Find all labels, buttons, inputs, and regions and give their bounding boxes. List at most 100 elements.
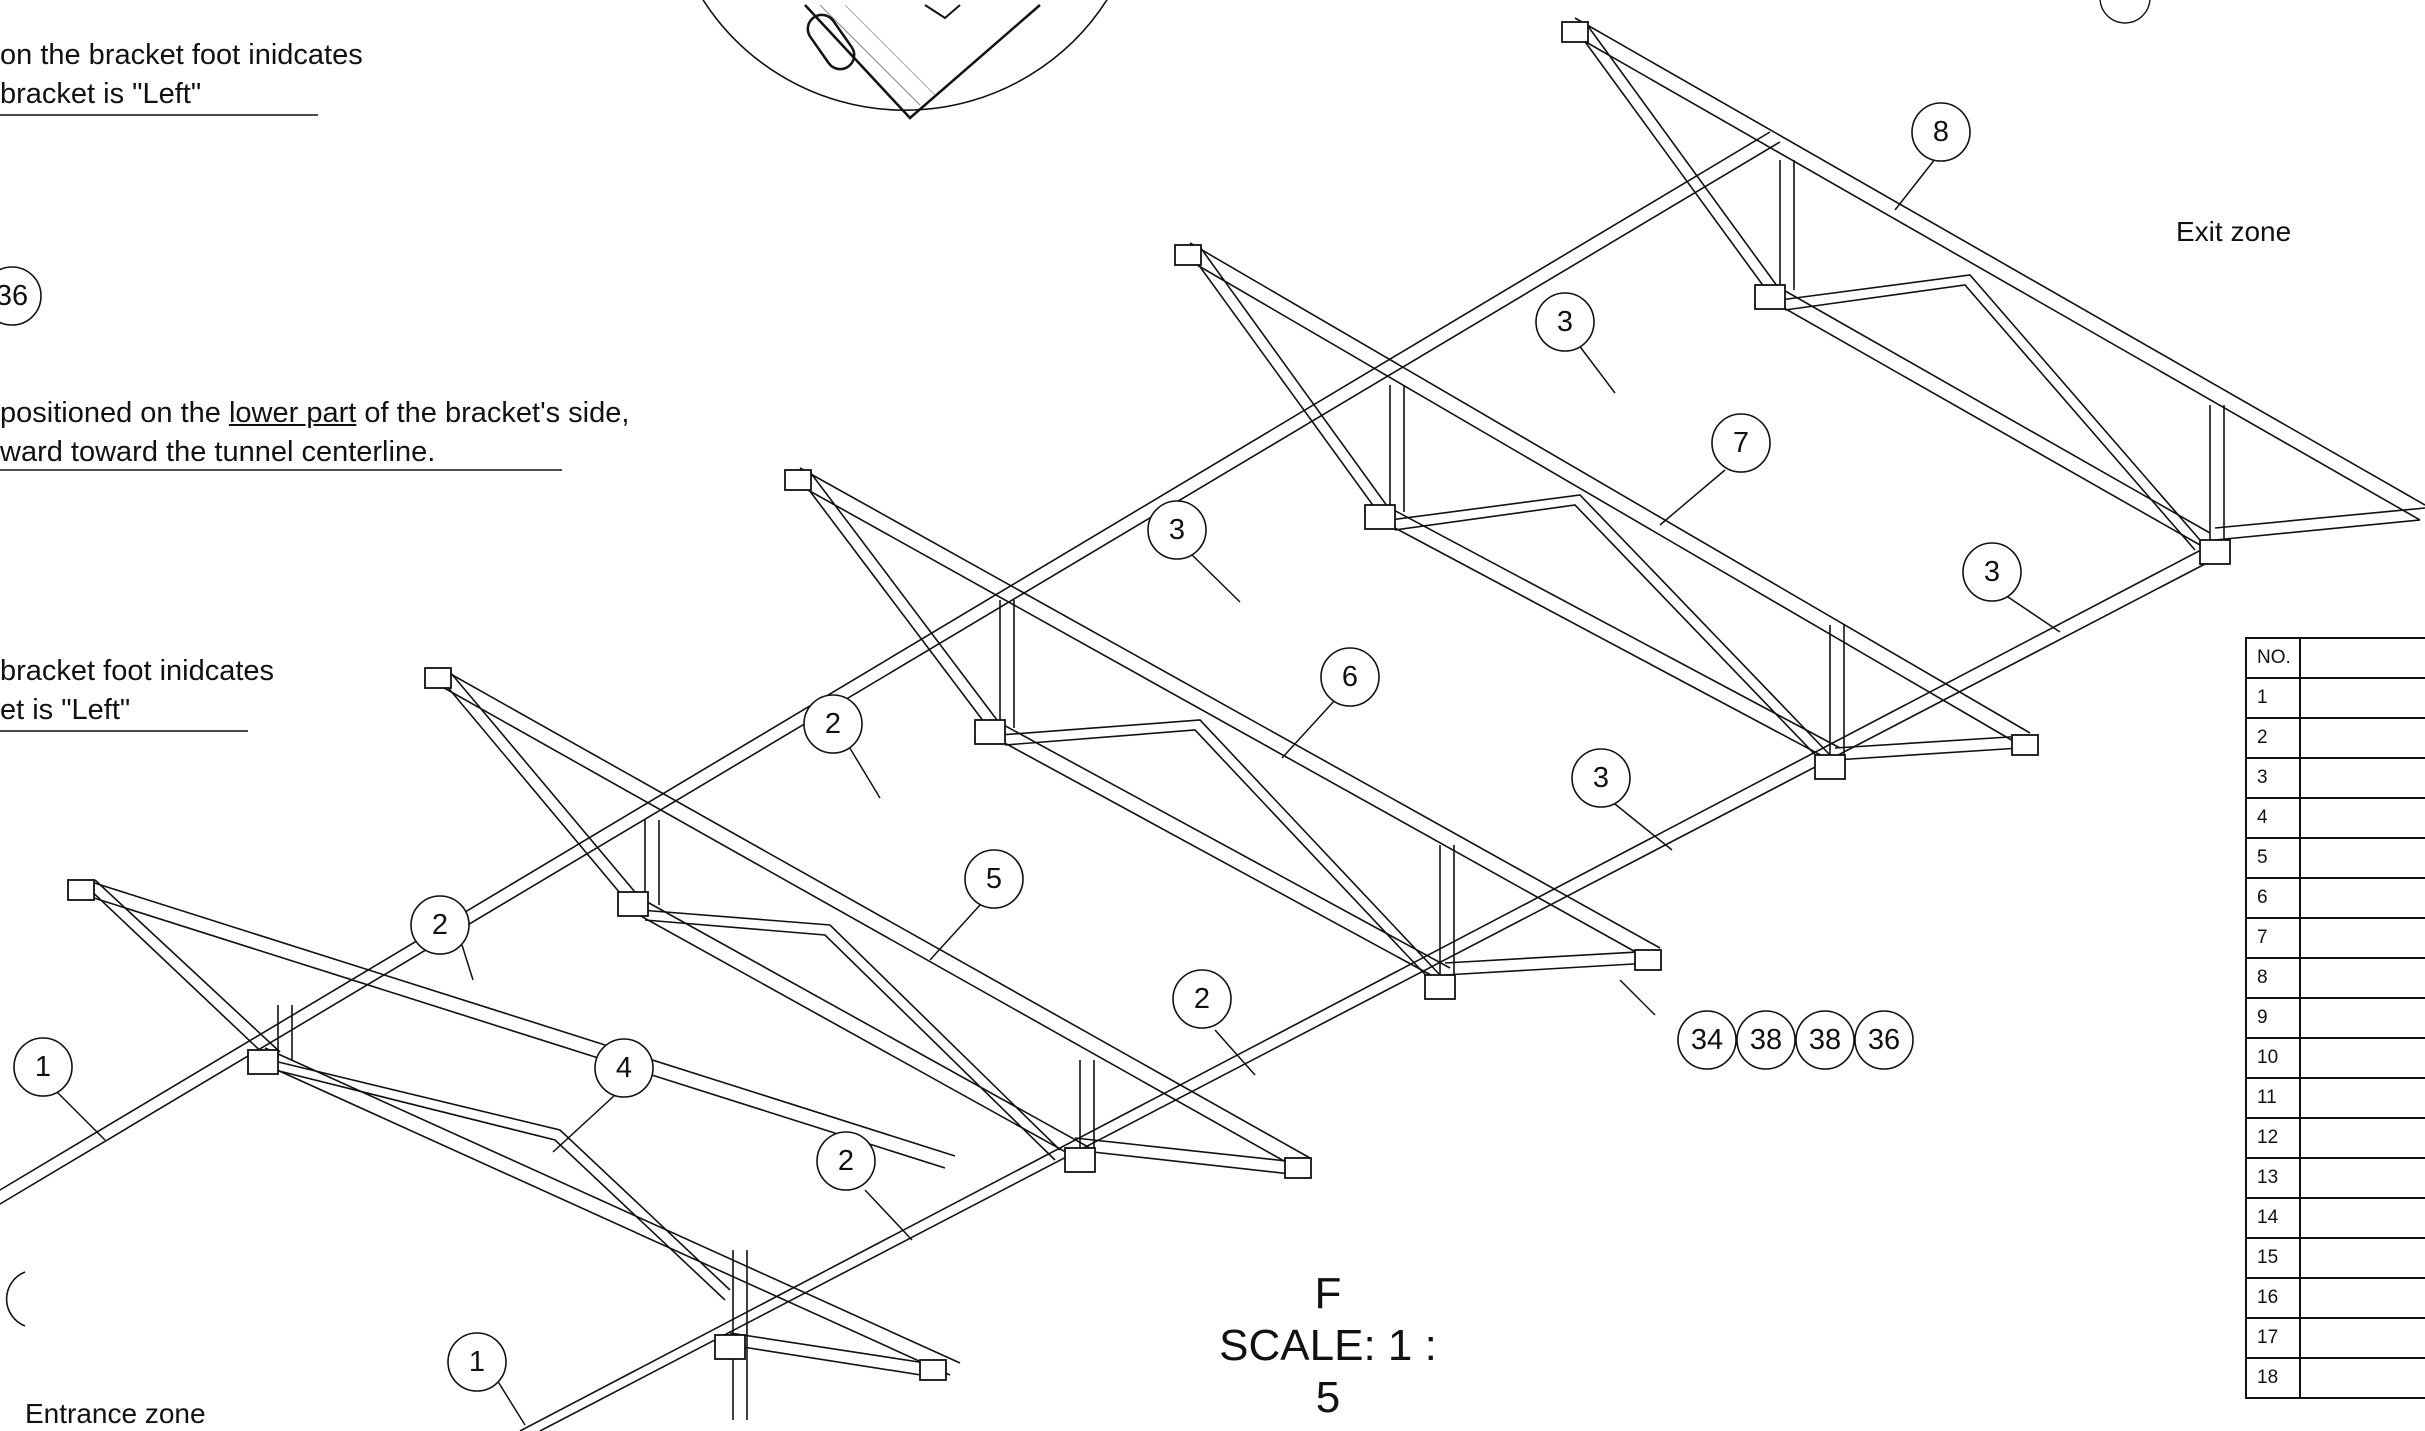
svg-text:3: 3: [1557, 306, 1573, 338]
balloon: 5: [964, 849, 1024, 909]
bom-item-number: 15: [2244, 1237, 2302, 1279]
bom-item-number: 2: [2244, 717, 2302, 759]
bom-item-description: [2299, 1357, 2425, 1399]
svg-text:3: 3: [1169, 514, 1185, 546]
svg-text:38: 38: [1809, 1024, 1841, 1056]
bom-item-description: [2299, 1197, 2425, 1239]
table-row: 14: [2244, 1197, 2425, 1239]
partial-balloon: [5, 1271, 26, 1327]
note-line: bracket is "Left": [0, 78, 202, 110]
bom-item-number: 17: [2244, 1317, 2302, 1359]
bom-item-number: 6: [2244, 877, 2302, 919]
balloon: 36: [0, 266, 42, 326]
balloon: 2: [816, 1131, 876, 1191]
balloon: 2: [410, 895, 470, 955]
svg-text:38: 38: [1750, 1024, 1782, 1056]
bom-header-no: NO.: [2244, 637, 2302, 679]
bom-item-number: 8: [2244, 957, 2302, 999]
note-bracket-position: positioned on the lower part of the brac…: [0, 394, 629, 472]
bom-item-description: [2299, 1037, 2425, 1079]
note-line: et is "Left": [0, 694, 131, 726]
bom-item-description: [2299, 757, 2425, 799]
svg-text:36: 36: [1868, 1024, 1900, 1056]
table-row: 9: [2244, 997, 2425, 1039]
bom-item-number: 3: [2244, 757, 2302, 799]
svg-text:36: 36: [0, 280, 28, 312]
bom-header-blank: [2299, 637, 2425, 679]
bom-item-description: [2299, 1077, 2425, 1119]
bom-item-number: 11: [2244, 1077, 2302, 1119]
note-line: ward toward the tunnel centerline.: [0, 436, 436, 468]
table-row: 10: [2244, 1037, 2425, 1079]
table-row: 4: [2244, 797, 2425, 839]
bom-item-description: [2299, 717, 2425, 759]
note-line: positioned on the lower part of the brac…: [0, 397, 630, 429]
table-row: 15: [2244, 1237, 2425, 1279]
svg-text:5: 5: [986, 863, 1002, 895]
bom-item-number: 9: [2244, 997, 2302, 1039]
frame-structure: [0, 17, 2425, 1431]
balloon: 38: [1736, 1010, 1796, 1070]
svg-text:34: 34: [1691, 1024, 1723, 1056]
bom-item-description: [2299, 837, 2425, 879]
bom-item-description: [2299, 917, 2425, 959]
bom-item-number: 7: [2244, 917, 2302, 959]
svg-text:2: 2: [1194, 983, 1210, 1015]
svg-text:7: 7: [1733, 427, 1749, 459]
entrance-zone-label: Entrance zone: [25, 1398, 206, 1429]
svg-text:6: 6: [1342, 661, 1358, 693]
balloon: 6: [1320, 647, 1380, 707]
table-row: 17: [2244, 1317, 2425, 1359]
view-label: F SCALE: 1 : 5: [1208, 1268, 1448, 1424]
bom-item-number: 16: [2244, 1277, 2302, 1319]
bom-item-number: 13: [2244, 1157, 2302, 1199]
bom-item-number: 10: [2244, 1037, 2302, 1079]
svg-text:8: 8: [1933, 116, 1949, 148]
note-underlined-phrase: lower part: [228, 397, 357, 429]
table-row: 11: [2244, 1077, 2425, 1119]
bom-item-description: [2299, 1157, 2425, 1199]
table-row: 12: [2244, 1117, 2425, 1159]
table-row: 1: [2244, 677, 2425, 719]
bom-item-description: [2299, 997, 2425, 1039]
note-bracket-left-1: on the bracket foot inidcates bracket is…: [0, 36, 363, 114]
bom-item-description: [2299, 877, 2425, 919]
table-row: 8: [2244, 957, 2425, 999]
balloon: 38: [1795, 1010, 1855, 1070]
svg-text:1: 1: [469, 1346, 485, 1378]
svg-text:3: 3: [1593, 762, 1609, 794]
bom-item-number: 12: [2244, 1117, 2302, 1159]
note-line: on the bracket foot inidcates: [0, 39, 363, 71]
table-row: 6: [2244, 877, 2425, 919]
balloon: 2: [1172, 969, 1232, 1029]
balloon: 7: [1711, 413, 1771, 473]
balloon: 3: [1147, 500, 1207, 560]
bom-item-description: [2299, 797, 2425, 839]
svg-text:2: 2: [825, 708, 841, 740]
table-row: 16: [2244, 1277, 2425, 1319]
bom-item-description: [2299, 1237, 2425, 1279]
balloon: 34: [1677, 1010, 1737, 1070]
balloon: 2: [803, 694, 863, 754]
svg-text:2: 2: [838, 1145, 854, 1177]
bom-item-description: [2299, 1317, 2425, 1359]
view-scale: SCALE: 1 : 5: [1219, 1321, 1437, 1422]
bom-item-number: 4: [2244, 797, 2302, 839]
note-underlines: [0, 114, 562, 732]
balloon: 36: [1854, 1010, 1914, 1070]
balloon: 3: [1535, 292, 1595, 352]
balloon: 1: [13, 1037, 73, 1097]
svg-text:3: 3: [1984, 556, 2000, 588]
bom-item-number: 18: [2244, 1357, 2302, 1399]
bom-item-number: 1: [2244, 677, 2302, 719]
bom-item-description: [2299, 957, 2425, 999]
svg-text:1: 1: [35, 1051, 51, 1083]
svg-text:4: 4: [616, 1052, 632, 1084]
bom-item-number: 14: [2244, 1197, 2302, 1239]
bracket-feet: [67, 21, 2231, 1381]
bom-item-description: [2299, 1117, 2425, 1159]
detail-view-circle: [702, 0, 2151, 120]
table-row: 13: [2244, 1157, 2425, 1199]
